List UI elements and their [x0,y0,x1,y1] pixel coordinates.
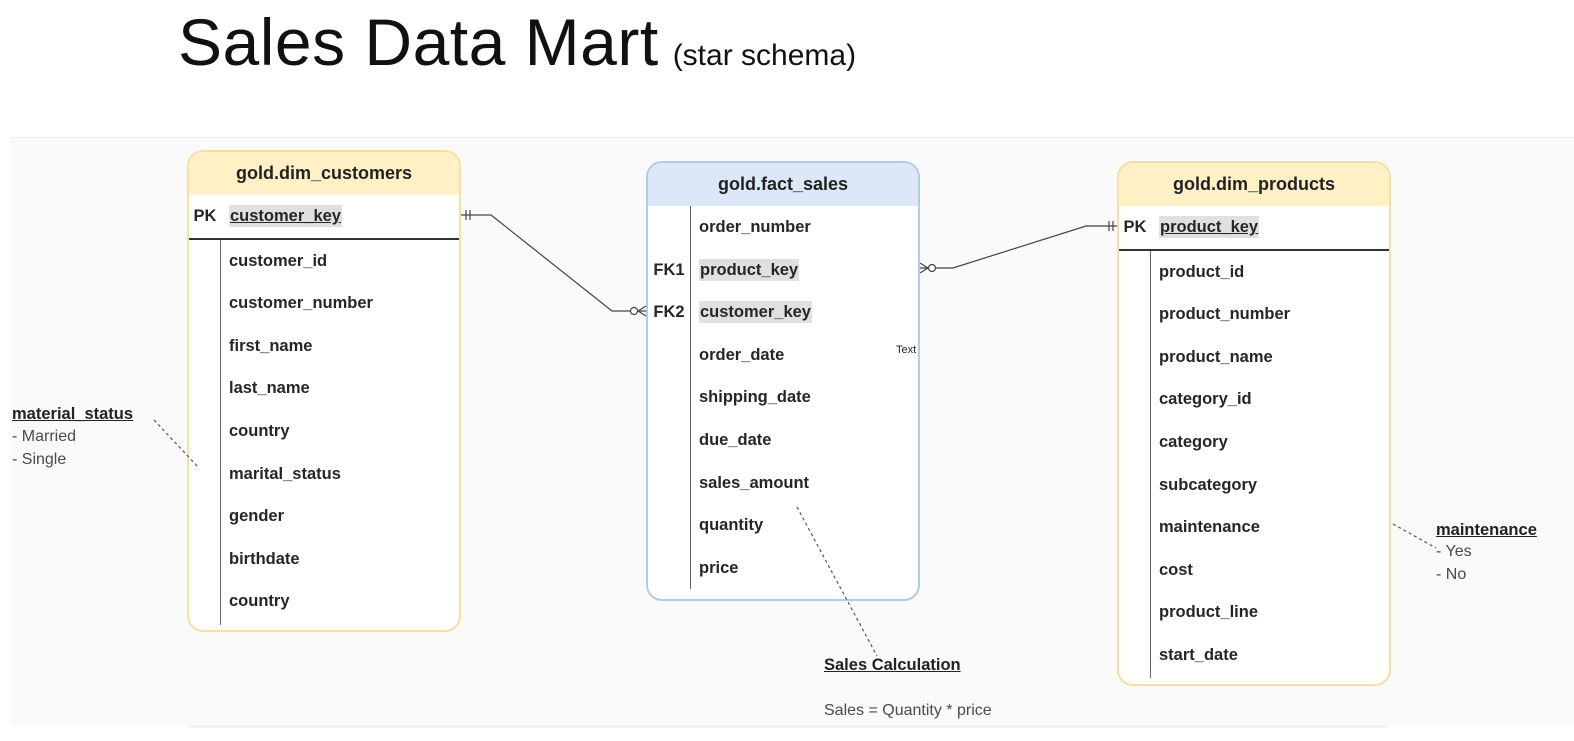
canvas-bottom-edge [188,725,1388,728]
floating-text-label[interactable]: Text [896,344,917,356]
column-row: cost [1159,560,1193,579]
note-marital-title: material_status [12,405,134,423]
pk-row: PK product_key [1119,206,1389,251]
column-row: product_number [1159,305,1291,324]
entity-dim-products[interactable]: gold.dim_products PK product_key product… [1117,161,1391,686]
column-row: country [229,421,290,440]
entity-dim-customers[interactable]: gold.dim_customers PK customer_key custo… [187,150,461,632]
note-marital-line: - Single [12,451,67,468]
column-row: category [1159,432,1228,451]
title-subtitle: (star schema) [672,39,857,72]
note-maintenance-title: maintenance [1436,521,1537,539]
pk-label: PK [193,207,217,225]
pk-row: PK customer_key [189,195,459,240]
column-row: marital_status [229,464,341,483]
pk-column: customer_key [229,205,342,227]
pk-column: product_key [1159,216,1260,238]
entity-header: gold.dim_customers [189,152,459,195]
entity-header: gold.dim_products [1119,163,1389,206]
column-row: product_name [1159,347,1273,366]
entity-header: gold.fact_sales [648,163,918,206]
note-sales-title: Sales Calculation [824,656,961,674]
title-main: Sales Data Mart [178,5,659,79]
column-row: shipping_date [699,388,811,407]
column-row: subcategory [1159,475,1258,494]
column-row: customer_id [229,251,328,270]
note-maintenance-line: - Yes [1436,543,1472,560]
column-row: birthdate [229,549,300,568]
column-row: order_number [699,218,811,236]
column-row: order_date [699,345,785,364]
note-sales-formula: Sales = Quantity * price [824,702,992,719]
column-row: last_name [229,379,310,398]
column-row: quantity [699,516,764,535]
pk-label: PK [1123,218,1147,236]
column-row: product_id [1159,262,1245,281]
column-row: due_date [699,430,772,449]
column-row: country [229,592,290,611]
column-row: start_date [1159,645,1238,664]
column-list: customer_id customer_number first_name l… [189,239,459,625]
note-maintenance-line: - No [1436,566,1467,583]
column-row: product_line [1159,603,1259,622]
column-row: gender [229,507,285,526]
column-row: category_id [1159,390,1252,409]
column-row: customer_number [229,294,373,313]
note-marital-line: - Married [12,428,77,445]
page-title: Sales Data Mart (star schema) [178,4,856,80]
column-row: sales_amount [699,473,810,492]
column-list: product_id product_number product_name c… [1119,250,1389,678]
column-row: maintenance [1159,518,1260,537]
column-row: first_name [229,336,313,355]
column-row: price [699,558,739,577]
